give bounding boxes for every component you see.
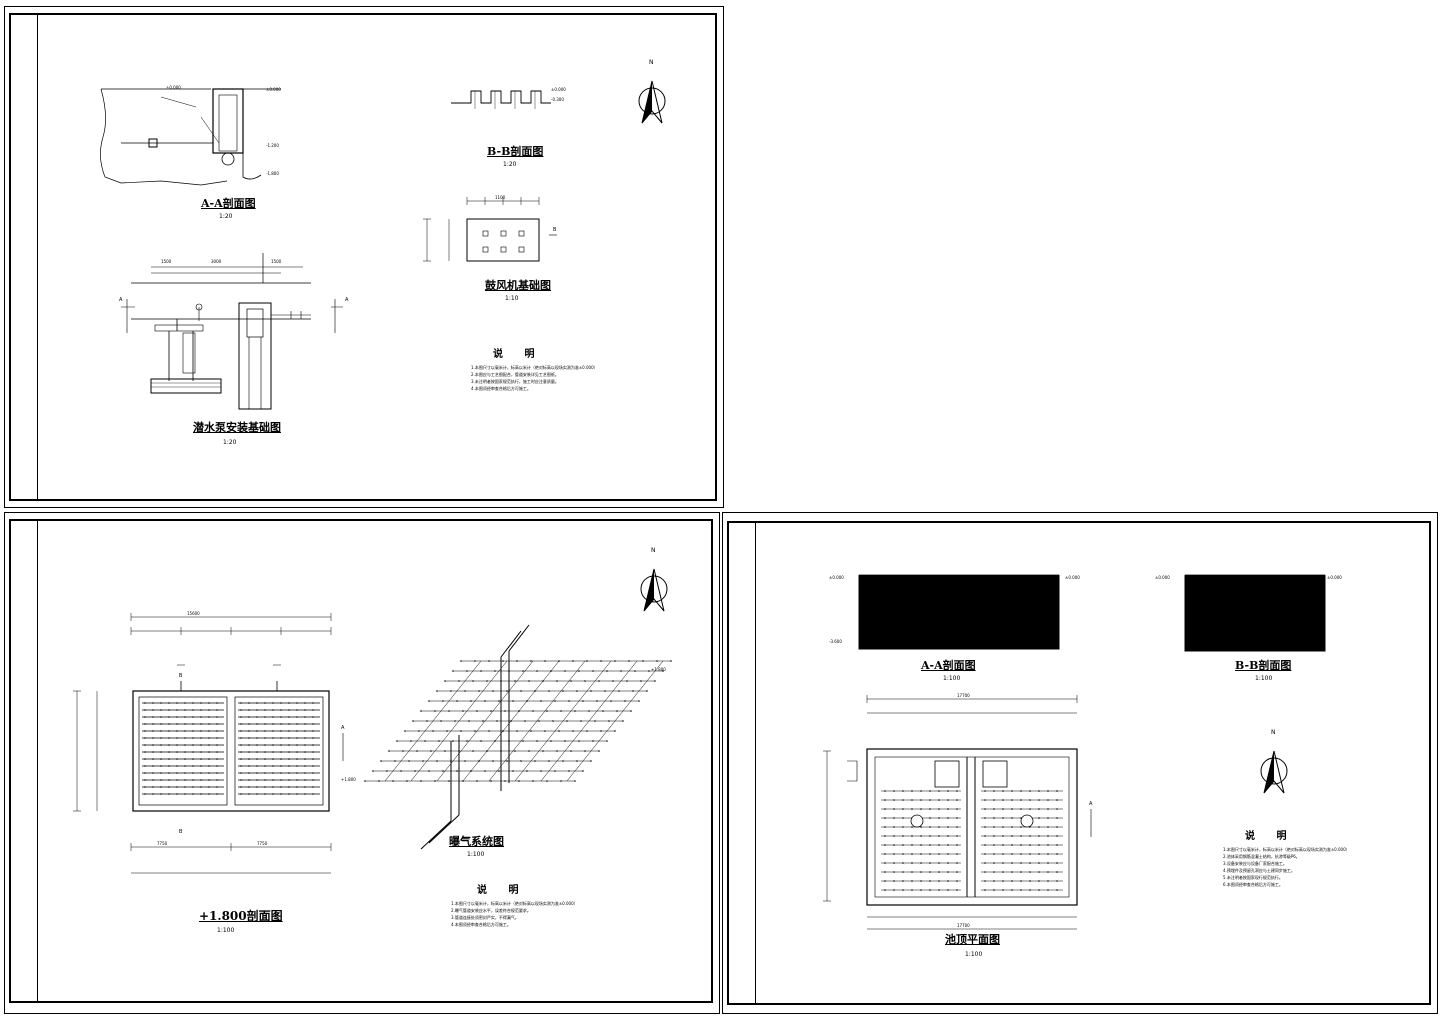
sheet-2-note-2: 2.曝气管道安装应水平，误差符合规范要求。 <box>451 908 531 913</box>
section-aa-title-3: A-A剖面图 <box>921 659 976 672</box>
sheet-3-frame: ±0.000 ±0.000 -3.600 A-A剖面图 1:100 ±0.000… <box>727 521 1431 1005</box>
svg-text:3000: 3000 <box>211 259 222 264</box>
section-aa-title: A-A剖面图 <box>201 197 256 210</box>
sheet-1-notes-title: 说 明 <box>493 349 544 360</box>
drawing-sheet-3: ±0.000 ±0.000 -3.600 A-A剖面图 1:100 ±0.000… <box>722 512 1438 1014</box>
svg-text:-1.200: -1.200 <box>266 143 279 148</box>
sheet-2-title-strip <box>11 521 38 1001</box>
svg-text:A: A <box>341 725 345 731</box>
drawing-sheet-1: ±0.000 ±0.000 -1.200 -1.800 A-A剖面图 1:20 … <box>4 6 724 508</box>
section-aa-drawing: ±0.000 ±0.000 -1.200 -1.800 <box>100 85 281 186</box>
svg-text:+1.800: +1.800 <box>651 667 666 672</box>
svg-text:±0.000: ±0.000 <box>551 87 566 92</box>
north-arrow-icon <box>638 80 666 124</box>
sheet-2-notes-title: 说 明 <box>477 885 528 896</box>
sheet-1-frame: ±0.000 ±0.000 -1.200 -1.800 A-A剖面图 1:20 … <box>9 13 717 501</box>
aeration-system-title: 曝气系统图 <box>449 835 504 848</box>
sheet-3-note-1: 1.本图尺寸以毫米计，标高以米计（绝对标高以现场实测为准±0.000） <box>1223 847 1350 852</box>
sheet-1-note-4: 4.本图须经审查合格后方可施工。 <box>471 386 531 391</box>
svg-text:±0.000: ±0.000 <box>166 85 181 90</box>
section-aa-scale: 1:20 <box>219 213 233 220</box>
sheet-1-note-1: 1.本图尺寸以毫米计，标高以米计（绝对标高以现场实测为准±0.000） <box>471 365 598 370</box>
section-bb-drawing: ±0.000 -0.300 <box>451 87 566 109</box>
sheet-3-title-strip <box>729 523 756 1003</box>
svg-text:1100: 1100 <box>495 195 506 200</box>
sheet-3-note-4: 4.预埋件及预留孔洞应与土建同步施工。 <box>1223 868 1295 873</box>
svg-text:A: A <box>119 297 123 303</box>
north-label-2: N <box>651 547 656 554</box>
svg-text:±0.000: ±0.000 <box>1327 575 1342 580</box>
svg-text:A: A <box>1089 801 1093 807</box>
svg-text:B: B <box>553 227 557 233</box>
plan-section-scale: 1:100 <box>217 927 235 934</box>
svg-text:±0.000: ±0.000 <box>1155 575 1170 580</box>
svg-text:17700: 17700 <box>957 923 970 928</box>
sheet-1-title-strip <box>11 15 38 499</box>
aeration-grid-plan <box>142 702 320 795</box>
sheet-1-note-3: 3.未注明者按国家规范执行，施工时应注意质量。 <box>471 379 559 384</box>
svg-text:+1.800: +1.800 <box>341 777 356 782</box>
svg-text:±0.000: ±0.000 <box>266 87 281 92</box>
svg-text:-1.800: -1.800 <box>266 171 279 176</box>
diffuser-grid-plan <box>881 790 1063 891</box>
section-bb-scale-3: 1:100 <box>1255 675 1273 682</box>
drawing-sheet-2: B B A 15600 7750 7750 +1.800剖面图 1:100 +1… <box>4 512 720 1014</box>
north-arrow-icon <box>1260 750 1288 794</box>
sheet-2-frame: B B A 15600 7750 7750 +1.800剖面图 1:100 +1… <box>9 519 713 1003</box>
section-bb-drawing-3: ±0.000 ±0.000 <box>1155 574 1342 652</box>
svg-text:17700: 17700 <box>957 693 970 698</box>
svg-text:1500: 1500 <box>161 259 172 264</box>
sheet-2-note-4: 4.本图须经审查合格后方可施工。 <box>451 922 511 927</box>
sheet-3-note-6: 6.本图须经审查合格后方可施工。 <box>1223 882 1283 887</box>
pump-foundation-scale: 1:20 <box>223 439 237 446</box>
north-arrow-icon <box>640 568 668 612</box>
sheet-3-notes-title: 说 明 <box>1245 831 1296 842</box>
svg-text:-0.300: -0.300 <box>551 97 564 102</box>
sheet-2-note-1: 1.本图尺寸以毫米计，标高以米计（绝对标高以现场实测为准±0.000） <box>451 901 578 906</box>
north-label-3: N <box>1271 729 1276 736</box>
svg-text:B: B <box>179 829 183 835</box>
svg-text:7750: 7750 <box>257 841 268 846</box>
section-bb-title: B-B剖面图 <box>487 145 544 158</box>
roof-plan-title: 池顶平面图 <box>945 933 1000 946</box>
section-aa-drawing-3: ±0.000 ±0.000 -3.600 <box>829 574 1080 650</box>
blower-foundation-scale: 1:10 <box>505 295 519 302</box>
sheet-2-note-3: 3.管道连接处须密封严实，不得漏气。 <box>451 915 519 920</box>
svg-text:±0.000: ±0.000 <box>1065 575 1080 580</box>
svg-text:B: B <box>179 673 183 679</box>
svg-text:1500: 1500 <box>271 259 282 264</box>
aeration-isometric-grid <box>364 660 672 782</box>
north-label: N <box>649 59 654 66</box>
aeration-system-scale: 1:100 <box>467 851 485 858</box>
svg-text:A: A <box>345 297 349 303</box>
svg-text:-3.600: -3.600 <box>829 639 842 644</box>
plan-section-title: +1.800剖面图 <box>199 909 283 923</box>
sheet-3-note-2: 2.池体采用钢筋混凝土结构，抗渗等级P6。 <box>1223 854 1300 859</box>
aeration-system-drawing: +1.800 +1.800 <box>341 624 672 850</box>
section-bb-title-3: B-B剖面图 <box>1235 659 1292 672</box>
svg-text:7750: 7750 <box>157 841 168 846</box>
section-bb-scale: 1:20 <box>503 161 517 168</box>
blower-foundation-drawing: B 1100 <box>423 195 557 262</box>
blower-foundation-title: 鼓风机基础图 <box>485 279 551 292</box>
pump-foundation-drawing: A A 1500 3000 1500 <box>119 253 349 410</box>
pump-foundation-title: 潜水泵安装基础图 <box>193 421 281 434</box>
sheet-1-note-2: 2.本图应与工艺图配合，管道安装详见工艺图纸。 <box>471 372 559 377</box>
sheet-3-note-3: 3.设备安装应与设备厂家配合施工。 <box>1223 861 1287 866</box>
sheet-3-note-5: 5.未注明者按国家现行规范执行。 <box>1223 875 1283 880</box>
roof-plan-drawing: A 17700 17700 <box>823 693 1093 930</box>
svg-text:15600: 15600 <box>187 611 200 616</box>
svg-text:±0.000: ±0.000 <box>829 575 844 580</box>
roof-plan-scale: 1:100 <box>965 951 983 958</box>
section-aa-scale-3: 1:100 <box>943 675 961 682</box>
plan-section-drawing: B B A 15600 7750 7750 <box>73 611 345 874</box>
